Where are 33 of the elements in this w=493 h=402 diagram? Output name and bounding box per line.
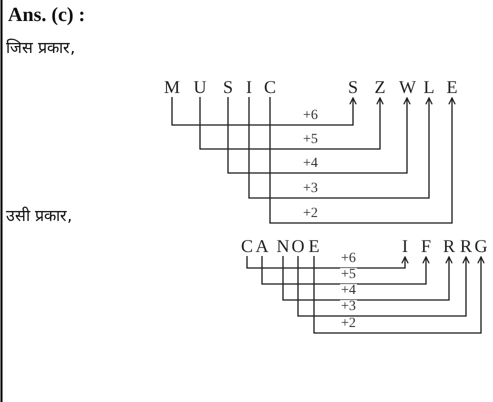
letter: O <box>290 237 306 255</box>
letter: N <box>275 237 291 255</box>
arrow <box>248 97 433 199</box>
arrow <box>227 97 411 174</box>
arrow <box>282 256 453 301</box>
arrow <box>261 256 430 285</box>
letter: R <box>441 237 457 255</box>
letter: M <box>164 78 180 96</box>
letter: I <box>397 237 413 255</box>
letter: I <box>241 78 257 96</box>
arrow <box>297 256 470 317</box>
letter: A <box>254 237 270 255</box>
arrow <box>246 256 409 269</box>
letter: W <box>399 78 415 96</box>
letter: S <box>220 78 236 96</box>
letter: R <box>458 237 474 255</box>
letter: S <box>345 78 361 96</box>
intro-text: उसी प्रकार, <box>6 205 72 226</box>
intro-text: जिस प्रकार, <box>6 37 76 58</box>
letter: L <box>421 78 437 96</box>
letter: E <box>444 78 460 96</box>
letter: Z <box>372 78 388 96</box>
arrow <box>269 97 456 224</box>
letter: E <box>306 237 322 255</box>
letter: F <box>418 237 434 255</box>
arrow <box>171 97 357 126</box>
letter: C <box>239 237 255 255</box>
arrow <box>199 97 384 150</box>
arrow <box>313 256 485 334</box>
letter: G <box>473 237 489 255</box>
answer-heading: Ans. (c) : <box>8 4 86 27</box>
letter: U <box>192 78 208 96</box>
letter: C <box>262 78 278 96</box>
